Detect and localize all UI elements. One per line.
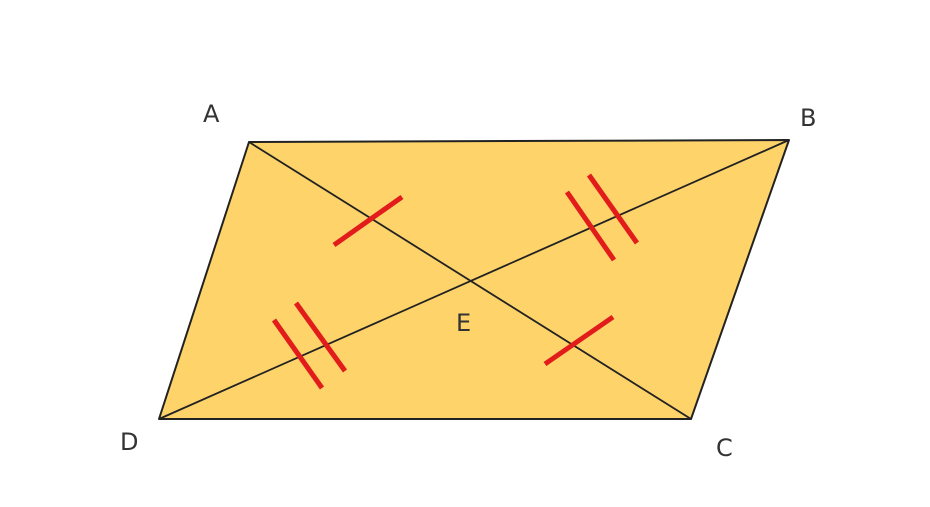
tick-ec (543, 314, 615, 367)
vertex-label-b: B (800, 104, 816, 132)
vertex-label-e: E (456, 309, 471, 337)
diagonal-bd (158, 139, 790, 420)
vertex-label-d: D (120, 428, 138, 456)
tick-ed-2 (293, 301, 348, 373)
tick-be-2 (586, 173, 640, 245)
tick-ed-1 (271, 318, 325, 390)
vertex-label-c: C (716, 434, 733, 462)
tick-be-1 (564, 190, 617, 262)
vertex-label-a: A (203, 100, 220, 128)
tick-ae (332, 194, 404, 248)
